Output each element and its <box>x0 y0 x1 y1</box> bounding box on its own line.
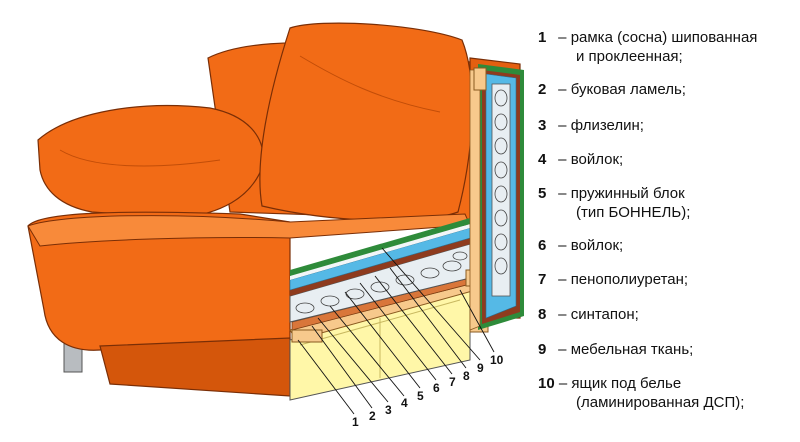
legend-text: синтапон; <box>570 306 639 323</box>
legend-text-2: и проклеенная; <box>576 48 683 65</box>
fabric-layer <box>290 218 470 276</box>
armrest-frame <box>469 69 481 331</box>
armrest-coils <box>494 89 508 275</box>
legend-dash: – <box>558 81 567 98</box>
legend-item-5: 5 – пружинный блок (тип БОННЕЛЬ); <box>538 184 690 222</box>
legend-num: 6 <box>538 237 547 254</box>
legend-text: войлок; <box>570 151 624 168</box>
sofa-seat-body <box>27 211 291 351</box>
legend-num: 9 <box>538 341 547 358</box>
felt-layer <box>290 238 470 296</box>
spring-coils <box>295 251 468 314</box>
legend-text: пружинный блок <box>570 185 685 202</box>
legend-dash: – <box>558 117 567 134</box>
legend-text: пенополиуретан; <box>570 271 689 288</box>
legend-dash: – <box>558 185 567 202</box>
armrest-spring-column <box>491 83 511 297</box>
legend-num: 3 <box>538 117 547 134</box>
legend-item-9: 9 – мебельная ткань; <box>538 340 693 359</box>
legend-text: ящик под белье <box>571 375 682 392</box>
legend-item-2: 2 – буковая ламель; <box>538 80 686 99</box>
legend-text: буковая ламель; <box>570 81 686 98</box>
legend-item-10: 10 – ящик под белье (ламинированная ДСП)… <box>538 374 744 412</box>
callout-6: 6 <box>433 381 440 395</box>
callout-7: 7 <box>449 375 456 389</box>
sintepon-layer <box>290 224 470 280</box>
armrest-block-top <box>473 67 487 91</box>
legend-dash: – <box>558 306 567 323</box>
legend-num: 2 <box>538 81 547 98</box>
left-pillow <box>37 104 264 219</box>
legend-num: 5 <box>538 185 547 202</box>
callout-10: 10 <box>490 353 504 367</box>
legend-num: 10 <box>538 375 555 392</box>
sofa-plinth <box>99 337 291 397</box>
legend-text: мебельная ткань; <box>570 341 694 358</box>
callout-2: 2 <box>369 409 376 423</box>
callout-4: 4 <box>401 396 408 410</box>
legend-item-4: 4 – войлок; <box>538 150 623 169</box>
legend-dash: – <box>558 237 567 254</box>
legend-num: 7 <box>538 271 547 288</box>
callout-3: 3 <box>385 403 392 417</box>
legend-dash: – <box>558 29 567 46</box>
legend-text: войлок; <box>570 237 624 254</box>
legend-item-6: 6 – войлок; <box>538 236 623 255</box>
legend-item-7: 7 – пенополиуретан; <box>538 270 688 289</box>
legend-dash: – <box>558 341 567 358</box>
callout-8: 8 <box>463 369 470 383</box>
wood-block-front <box>291 329 323 343</box>
legend-text-2: (ламинированная ДСП); <box>576 394 745 411</box>
legend-num: 8 <box>538 306 547 323</box>
legend-text-2: (тип БОННЕЛЬ); <box>576 204 691 221</box>
legend-dash: – <box>558 271 567 288</box>
legend-text: флизелин; <box>570 117 644 134</box>
callout-1: 1 <box>352 415 359 429</box>
callout-leaders <box>297 247 495 415</box>
legend-item-1: 1 – рамка (сосна) шипованная и проклеенн… <box>538 28 757 66</box>
legend-num: 4 <box>538 151 547 168</box>
legend-text: рамка (сосна) шипованная <box>570 29 758 46</box>
callout-5: 5 <box>417 389 424 403</box>
right-pillow <box>259 22 473 222</box>
legend-dash: – <box>558 375 568 392</box>
legend-num: 1 <box>538 29 547 46</box>
legend-item-3: 3 – флизелин; <box>538 116 644 135</box>
legend-item-8: 8 – синтапон; <box>538 305 639 324</box>
callout-9: 9 <box>477 361 484 375</box>
legend-dash: – <box>558 151 567 168</box>
